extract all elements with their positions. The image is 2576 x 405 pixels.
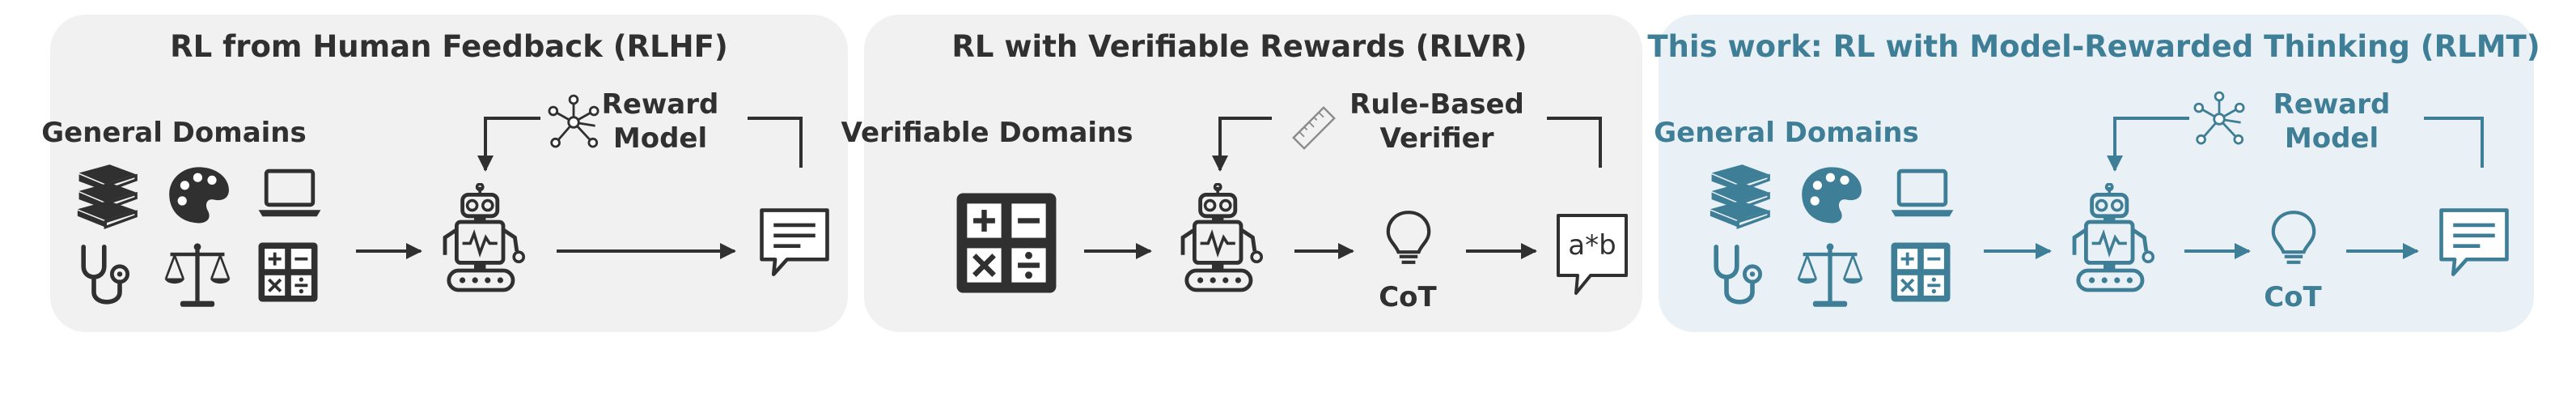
speech-bubble-icon	[1557, 214, 1628, 295]
panel-rlhf: RL from Human Feedback (RLHF) General Do…	[41, 15, 848, 332]
calculator-icon	[1890, 241, 1951, 303]
reward-label-line1: Reward	[2273, 88, 2391, 121]
panel-rlmt: This work: RL with Model-Rewarded Thinki…	[1647, 15, 2540, 332]
verifier-label-line1: Rule-Based	[1349, 88, 1524, 121]
verifier-label-line2: Verifier	[1380, 122, 1494, 155]
panel-title: RL from Human Feedback (RLHF)	[170, 29, 728, 64]
domains-label: General Domains	[41, 117, 306, 149]
books-icon	[1708, 163, 1771, 229]
cot-label: CoT	[2264, 281, 2322, 313]
panel-rlvr-background	[864, 15, 1642, 332]
panel-rlmt-background	[1659, 15, 2534, 332]
domains-label: General Domains	[1654, 117, 1918, 149]
feedback-arrow-to-policy	[2107, 117, 2189, 172]
feedback-arrow-to-policy	[477, 117, 540, 172]
reward-label-line2: Model	[613, 122, 707, 155]
reward-label-line1: Reward	[602, 88, 719, 121]
output-answer: a*b	[1568, 229, 1616, 262]
feedback-arrow-to-policy	[1212, 117, 1272, 172]
feedback-line-right	[1547, 117, 1602, 168]
feedback-line-right	[748, 117, 803, 168]
calculator-icon	[957, 194, 1057, 293]
calculator-icon	[257, 241, 319, 303]
panel-rlvr: RL with Verifiable Rewards (RLVR) Verifi…	[841, 15, 1642, 332]
feedback-line-right	[2424, 117, 2484, 168]
books-icon	[75, 163, 138, 229]
panel-title: This work: RL with Model-Rewarded Thinki…	[1647, 29, 2540, 64]
reward-label-line2: Model	[2285, 122, 2379, 155]
cot-label: CoT	[1379, 281, 1437, 313]
domains-label: Verifiable Domains	[841, 117, 1133, 149]
panel-title: RL with Verifiable Rewards (RLVR)	[951, 29, 1527, 64]
